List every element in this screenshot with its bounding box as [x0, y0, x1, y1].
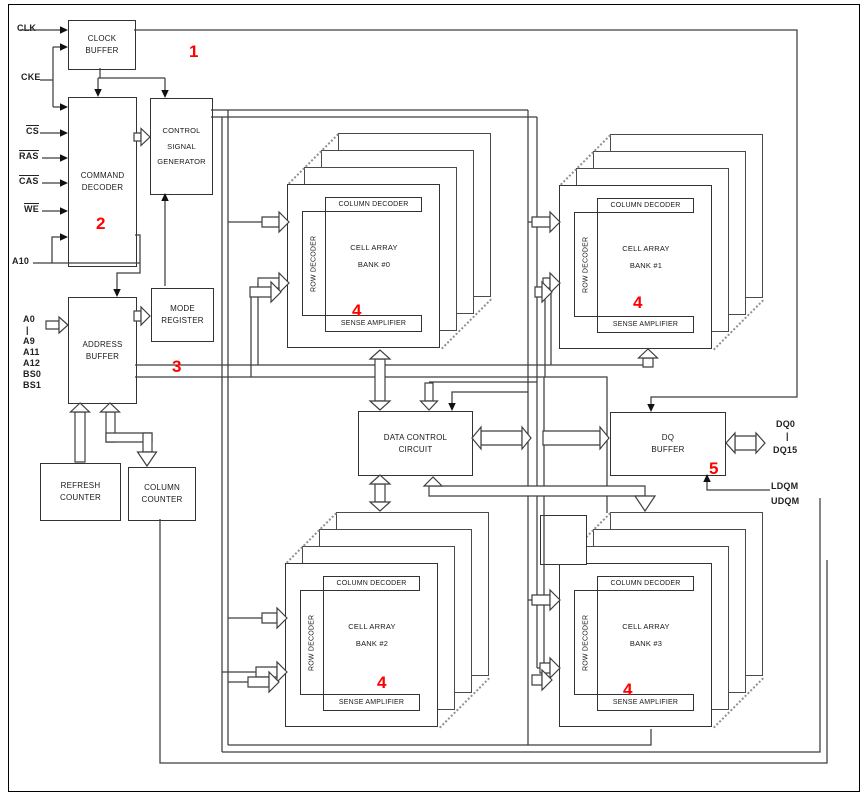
label-cs: CS — [26, 125, 39, 137]
csg-label-3: GENERATOR — [157, 157, 206, 167]
dq-buffer-label-1: DQ — [661, 433, 675, 443]
clock-buffer-label-2: BUFFER — [85, 46, 119, 55]
label-clk: CLK — [17, 23, 37, 33]
label-cas-text: CAS — [19, 175, 39, 186]
label-we-text: WE — [24, 203, 39, 214]
annotation-4: 4 — [377, 673, 387, 692]
annotation-4: 4 — [352, 301, 362, 320]
column-decoder: COLUMN DECODER — [325, 197, 422, 212]
label-a9: A9 — [23, 336, 35, 346]
refresh-counter-label-2: COUNTER — [60, 493, 101, 502]
cell-array-line: CELL ARRAY — [622, 622, 670, 631]
label-dq-range-tick: | — [786, 431, 789, 441]
label-cs-text: CS — [26, 125, 39, 136]
refresh-counter-label-1: REFRESH — [60, 481, 101, 491]
label-dq15: DQ15 — [773, 445, 798, 455]
address-buffer-label-1: ADDRESS — [82, 339, 123, 349]
mode-register-block: MODE REGISTER — [151, 288, 214, 342]
bank-frame: COLUMN DECODER ROW DECODER CELL ARRAY BA… — [559, 563, 712, 727]
sense-amplifier: SENSE AMPLIFIER — [325, 315, 422, 332]
column-decoder: COLUMN DECODER — [597, 576, 694, 591]
annotation-3: 3 — [172, 357, 182, 376]
label-udqm: UDQM — [771, 496, 800, 506]
memory-bank-3: COLUMN DECODER ROW DECODER CELL ARRAY BA… — [559, 512, 764, 729]
dcc-label-2: CIRCUIT — [398, 444, 433, 454]
column-decoder: COLUMN DECODER — [597, 198, 694, 213]
bank-name: BANK #3 — [629, 638, 663, 648]
dcc-label-1: DATA CONTROL — [383, 432, 448, 442]
label-ldqm: LDQM — [771, 481, 799, 491]
label-dq0: DQ0 — [776, 419, 796, 429]
mode-register-label-1: MODE — [170, 304, 195, 314]
cell-array-label: CELL ARRAY BANK #3 — [598, 619, 694, 652]
annotation-5: 5 — [709, 459, 719, 478]
label-cas: CAS — [19, 175, 39, 187]
row-decoder: ROW DECODER — [574, 212, 598, 317]
label-range-tick: | — [26, 325, 29, 335]
clock-buffer-label-1: CLOCK — [87, 34, 117, 44]
csg-label-2: SIGNAL — [167, 141, 196, 151]
bank-name: BANK #0 — [357, 259, 391, 269]
label-address-bus: A0 | A9 A11 A12 BS0 BS1 — [23, 314, 41, 391]
dq-buffer-label-2: BUFFER — [651, 445, 685, 454]
address-buffer-label-2: BUFFER — [85, 351, 120, 361]
cell-array-label: CELL ARRAY BANK #2 — [324, 619, 420, 652]
cell-array-label: CELL ARRAY BANK #1 — [598, 241, 694, 274]
cell-array-line: CELL ARRAY — [350, 243, 398, 252]
cell-array-line: CELL ARRAY — [622, 244, 670, 253]
memory-bank-2: COLUMN DECODER ROW DECODER CELL ARRAY BA… — [285, 512, 490, 729]
label-ras: RAS — [19, 150, 39, 162]
dq-buffer-block: DQ BUFFER — [610, 412, 726, 476]
cell-array-line: CELL ARRAY — [348, 622, 396, 631]
command-decoder-label-2: DECODER — [81, 183, 124, 192]
data-control-circuit-block: DATA CONTROL CIRCUIT — [358, 411, 473, 476]
csg-label-1: CONTROL — [162, 125, 201, 135]
bank-name: BANK #2 — [355, 638, 389, 648]
sense-amplifier: SENSE AMPLIFIER — [323, 694, 420, 711]
label-a10: A10 — [12, 256, 30, 266]
label-ras-text: RAS — [19, 150, 39, 161]
address-buffer-block: ADDRESS BUFFER — [68, 297, 137, 404]
row-decoder: ROW DECODER — [574, 590, 598, 695]
label-cke: CKE — [21, 72, 41, 82]
bank-frame: COLUMN DECODER ROW DECODER CELL ARRAY BA… — [559, 185, 712, 349]
label-a12: A12 — [23, 358, 41, 368]
label-a11: A11 — [23, 347, 40, 357]
page-border — [8, 4, 860, 792]
mode-register-label-2: REGISTER — [161, 316, 204, 325]
command-decoder-label-1: COMMAND — [80, 171, 125, 181]
clock-buffer-block: CLOCK BUFFER — [68, 20, 136, 70]
routing-junction-box — [540, 515, 587, 565]
column-decoder: COLUMN DECODER — [323, 576, 420, 591]
command-decoder-block: COMMAND DECODER — [68, 97, 137, 267]
refresh-counter-block: REFRESH COUNTER — [40, 463, 121, 521]
bank-name: BANK #1 — [629, 260, 663, 270]
column-counter-label-2: COUNTER — [141, 495, 183, 504]
bank-frame: COLUMN DECODER ROW DECODER CELL ARRAY BA… — [287, 184, 440, 348]
cell-array-label: CELL ARRAY BANK #0 — [326, 240, 422, 273]
annotation-2: 2 — [96, 214, 106, 233]
label-we: WE — [24, 203, 39, 215]
label-a0: A0 — [23, 314, 35, 324]
label-bs0: BS0 — [23, 369, 42, 379]
sense-amplifier: SENSE AMPLIFIER — [597, 316, 694, 333]
sense-amplifier: SENSE AMPLIFIER — [597, 694, 694, 711]
annotation-4: 4 — [633, 293, 643, 312]
annotation-4: 4 — [623, 680, 633, 699]
control-signal-generator-block: CONTROL SIGNAL GENERATOR — [150, 98, 213, 195]
row-decoder: ROW DECODER — [300, 590, 324, 695]
label-bs1: BS1 — [23, 380, 42, 390]
column-counter-block: COLUMN COUNTER — [128, 467, 196, 521]
annotation-1: 1 — [189, 42, 199, 61]
memory-bank-0: COLUMN DECODER ROW DECODER CELL ARRAY BA… — [287, 133, 492, 350]
row-decoder: ROW DECODER — [302, 211, 326, 316]
memory-bank-1: COLUMN DECODER ROW DECODER CELL ARRAY BA… — [559, 134, 764, 351]
column-counter-label-1: COLUMN — [144, 483, 180, 493]
bank-frame: COLUMN DECODER ROW DECODER CELL ARRAY BA… — [285, 563, 438, 727]
